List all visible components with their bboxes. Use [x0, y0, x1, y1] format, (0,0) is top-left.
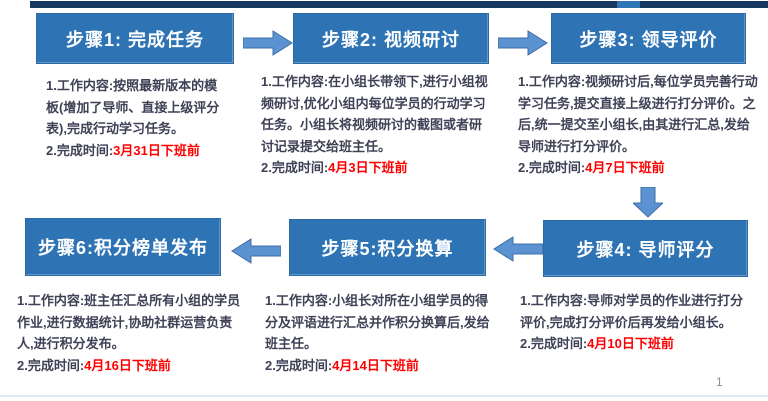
step-1-deadline: 2.完成时间:3月31日下班前 — [46, 142, 200, 158]
step-5-title: 步骤5:积分换算 — [321, 238, 454, 259]
step-1-title: 步骤1: 完成任务 — [65, 29, 204, 50]
step-1-description: 1.工作内容:按照最新版本的模板(增加了导师、直接上级评分表),完成行动学习任务… — [46, 75, 224, 161]
top-bar — [30, 1, 768, 8]
right-arrow-icon — [497, 30, 548, 61]
step-3-description: 1.工作内容:视频研讨后,每位学员完善行动学习任务,提交直接上级进行打分评价。之… — [518, 71, 761, 179]
step-4-deadline: 2.完成时间:4月10日下班前 — [520, 336, 674, 351]
left-arrow-icon — [231, 238, 282, 269]
top-bar-accent — [617, 1, 640, 8]
step-4-deadline-date: 4月10日下班前 — [587, 336, 674, 351]
page-number: 1 — [716, 375, 723, 389]
step-5-deadline-date: 4月14日下班前 — [332, 357, 419, 373]
right-arrow-icon — [242, 30, 293, 61]
step-4-header: 步骤4: 导师评分 — [543, 220, 748, 277]
step-6-description: 1.工作内容:班主任汇总所有小组的学员作业,进行数据统计,协助社群运营负责人,进… — [17, 290, 241, 376]
step-1-content: 1.工作内容:按照最新版本的模板(增加了导师、直接上级评分表),完成行动学习任务… — [46, 78, 220, 136]
step-6-deadline-date: 4月16日下班前 — [84, 357, 171, 373]
step-3-content: 1.工作内容:视频研讨后,每位学员完善行动学习任务,提交直接上级进行打分评价。之… — [518, 74, 758, 154]
step-2-title: 步骤2: 视频研讨 — [321, 29, 460, 50]
step-2-deadline: 2.完成时间:4月3日下班前 — [261, 160, 408, 175]
step-4-title: 步骤4: 导师评分 — [576, 239, 715, 260]
step-6-deadline: 2.完成时间:4月16日下班前 — [17, 357, 171, 373]
step-4-content: 1.工作内容:导师对学员的作业进行打分评价,完成打分评价后再发给小组长。 — [520, 293, 744, 330]
step-3-deadline-date: 4月7日下班前 — [585, 160, 665, 175]
step-1-header: 步骤1: 完成任务 — [36, 13, 234, 64]
left-arrow-icon — [493, 236, 544, 267]
step-6-header: 步骤6:积分榜单发布 — [25, 218, 221, 276]
step-3-title: 步骤3: 领导评价 — [579, 29, 718, 50]
step-1-deadline-date: 3月31日下班前 — [113, 142, 200, 158]
step-2-content: 1.工作内容:在小组长带领下,进行小组视频研讨,优化小组内每位学员的行动学习任务… — [261, 74, 488, 154]
step-3-header: 步骤3: 领导评价 — [551, 13, 746, 64]
step-3-deadline: 2.完成时间:4月7日下班前 — [518, 160, 665, 175]
step-5-description: 1.工作内容:小组长对所在小组学员的得分及评语进行汇总并作积分换算后,发给班主任… — [265, 290, 495, 376]
step-2-header: 步骤2: 视频研讨 — [293, 13, 489, 64]
step-2-description: 1.工作内容:在小组长带领下,进行小组视频研讨,优化小组内每位学员的行动学习任务… — [261, 71, 494, 179]
bottom-divider — [0, 395, 768, 397]
step-4-description: 1.工作内容:导师对学员的作业进行打分评价,完成打分评价后再发给小组长。 2.完… — [520, 290, 752, 355]
step-5-deadline: 2.完成时间:4月14日下班前 — [265, 357, 419, 373]
down-arrow-icon — [631, 186, 665, 223]
step-6-content: 1.工作内容:班主任汇总所有小组的学员作业,进行数据统计,协助社群运营负责人,进… — [17, 293, 241, 351]
step-5-header: 步骤5:积分换算 — [289, 219, 486, 276]
step-5-content: 1.工作内容:小组长对所在小组学员的得分及评语进行汇总并作积分换算后,发给班主任… — [265, 293, 490, 351]
step-2-deadline-date: 4月3日下班前 — [328, 160, 408, 175]
step-6-title: 步骤6:积分榜单发布 — [37, 238, 208, 258]
